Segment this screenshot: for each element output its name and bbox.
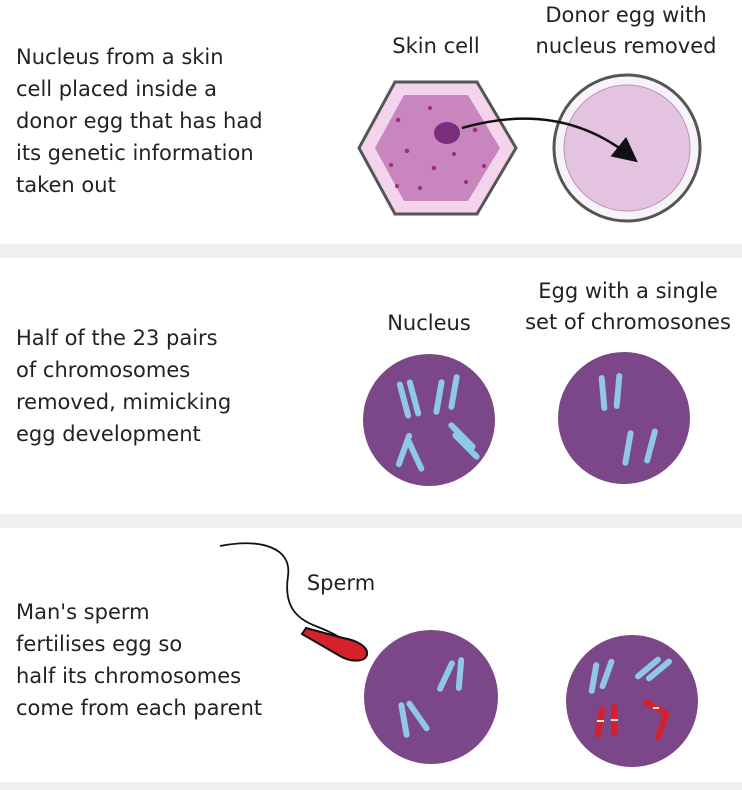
sperm-label: Sperm xyxy=(306,571,376,595)
step-1-description: Nucleus from a skin cell placed inside a… xyxy=(16,45,263,197)
donor-egg-illustration xyxy=(552,73,702,223)
step-2-description: Half of the 23 pairs of chromosomes remo… xyxy=(16,326,232,446)
sperm-illustration xyxy=(219,542,368,662)
skin-cell-nucleus xyxy=(434,122,460,144)
section-divider-3 xyxy=(0,782,742,790)
fertilised-egg-illustration xyxy=(364,630,498,764)
skin-cell-label: Skin cell xyxy=(392,34,480,58)
transfer-arrow xyxy=(461,117,638,163)
single-set-egg-label: Egg with a single set of chromosones xyxy=(525,279,731,334)
sperm-head xyxy=(300,626,368,662)
step-3-description: Man's sperm fertilises egg so half its c… xyxy=(16,600,263,720)
section-divider-2 xyxy=(0,514,742,528)
nucleus-label: Nucleus xyxy=(387,311,471,335)
donor-egg-label: Donor egg with nucleus removed xyxy=(535,3,717,58)
mixed-chromosome-egg-illustration xyxy=(566,635,698,767)
section-divider-1 xyxy=(0,244,742,258)
sperm-tail xyxy=(219,542,357,647)
single-set-egg-illustration xyxy=(558,352,690,484)
nucleus-illustration xyxy=(363,354,495,486)
skin-cell-illustration xyxy=(357,80,518,216)
